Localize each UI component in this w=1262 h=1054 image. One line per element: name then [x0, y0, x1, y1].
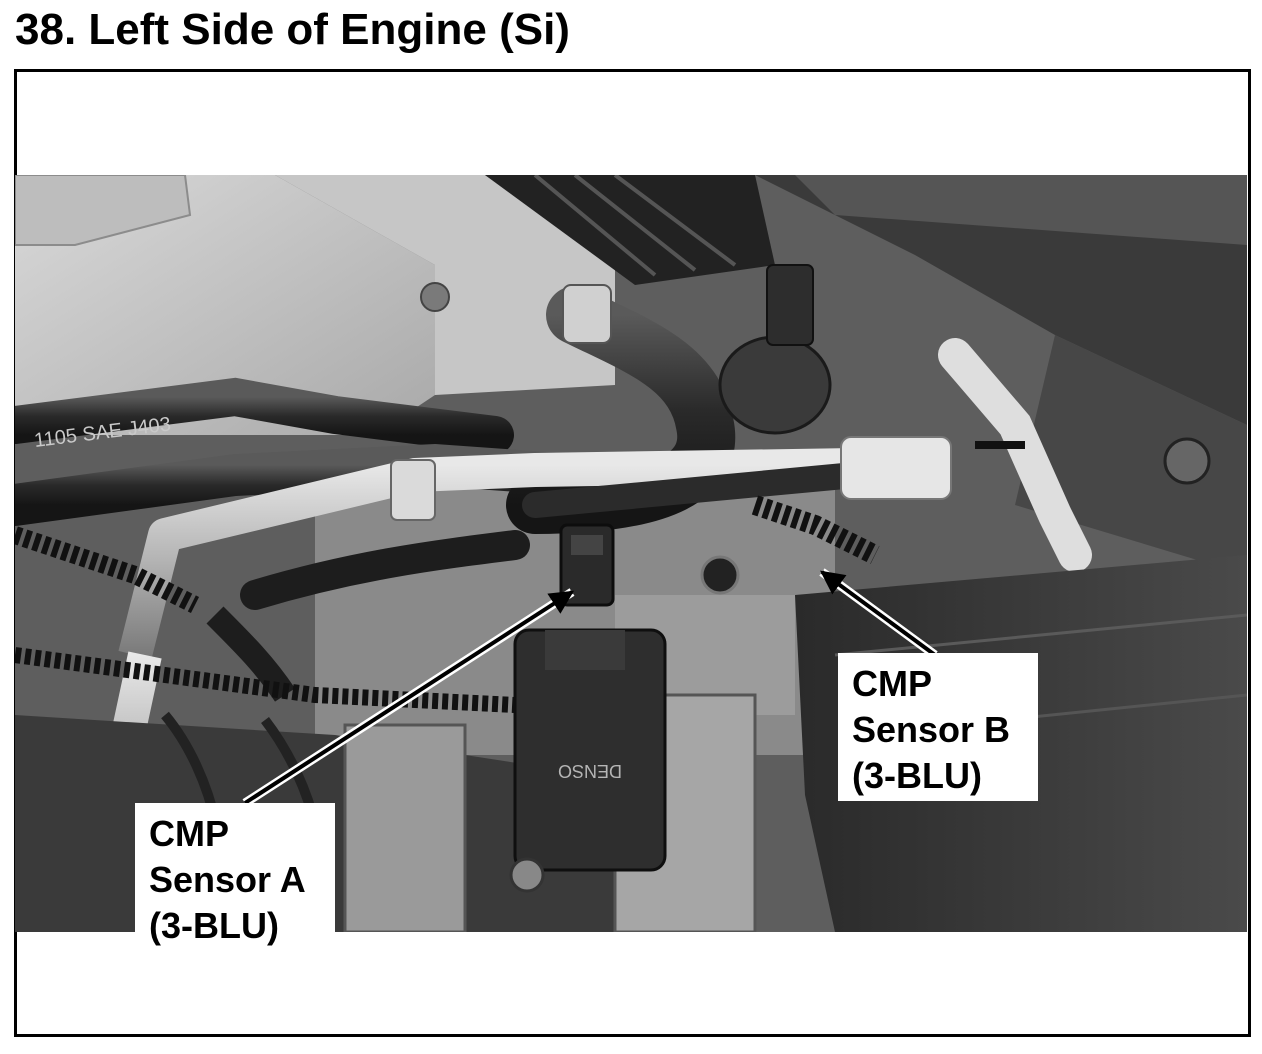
nut-icon [1163, 437, 1211, 485]
hose-clamp-icon [562, 284, 612, 344]
purge-valve [718, 335, 832, 435]
callout-cmp-sensor-b: CMP Sensor B (3-BLU) [838, 653, 1038, 801]
maf-brand-text: DENSO [558, 761, 622, 781]
callout-line: CMP [149, 813, 229, 854]
engine-cover [15, 175, 435, 435]
callout-line: (3-BLU) [852, 755, 982, 796]
connector-icon [766, 264, 814, 346]
callout-line: Sensor B [852, 709, 1011, 750]
white-connector [840, 436, 952, 500]
callout-line: CMP [852, 663, 932, 704]
page-title: 38. Left Side of Engine (Si) [15, 5, 570, 54]
cmp-sensor-b-bolt-icon [700, 555, 740, 595]
callout-line: Sensor A [149, 859, 306, 900]
callout-line: (3-BLU) [149, 905, 279, 946]
callout-cmp-sensor-a: CMP Sensor A (3-BLU) [135, 803, 335, 946]
bolt-icon [420, 282, 450, 312]
